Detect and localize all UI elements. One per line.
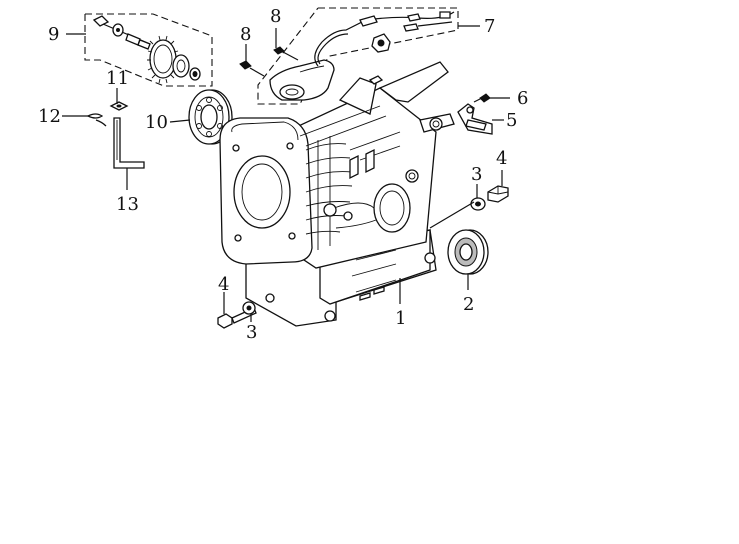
callout-9: 9 <box>48 24 59 45</box>
cylinder-bore <box>233 155 291 229</box>
callout-11: 11 <box>106 68 129 89</box>
bolt-8-left <box>239 60 265 77</box>
governor-shaft <box>125 33 141 46</box>
callout-12: 12 <box>38 106 61 127</box>
governor-assembly-group <box>84 13 213 87</box>
callout-4-left: 4 <box>218 274 229 295</box>
crankcase-1 <box>219 61 455 327</box>
callout-6: 6 <box>517 88 528 109</box>
washer-3-left <box>242 301 256 315</box>
oil-sensor-group <box>257 7 459 105</box>
clip-12 <box>86 113 107 127</box>
leader-lines <box>62 25 510 322</box>
callout-3-right: 3 <box>471 164 482 185</box>
callout-2: 2 <box>463 294 474 315</box>
washer-3-right <box>470 197 486 211</box>
callout-5: 5 <box>506 110 517 131</box>
governor-arm-13 <box>113 117 145 169</box>
callout-4-right: 4 <box>496 148 507 169</box>
bolt-4-right <box>487 185 509 203</box>
callout-3-left: 3 <box>246 322 257 343</box>
callout-10: 10 <box>145 112 168 133</box>
governor-box-outline <box>84 13 213 87</box>
callout-1: 1 <box>395 308 406 329</box>
callout-7: 7 <box>484 16 495 37</box>
callout-8-top: 8 <box>270 6 281 27</box>
bolt-8-upper <box>273 46 299 61</box>
callout-8-left: 8 <box>240 24 251 45</box>
callout-13: 13 <box>116 194 139 215</box>
callout-labels: 1 2 3 3 4 4 5 6 7 8 8 9 10 11 12 13 <box>38 6 528 343</box>
oil-sensor-wire <box>314 11 455 67</box>
bolt-6 <box>473 93 491 103</box>
oil-seal-2 <box>447 229 489 275</box>
bracket-5 <box>457 103 493 135</box>
governor-shaft-washer-11 <box>109 101 129 111</box>
ball-bearing-10 <box>188 89 233 145</box>
oil-sensor-box-outline <box>257 7 459 105</box>
governor-gear <box>147 35 190 84</box>
